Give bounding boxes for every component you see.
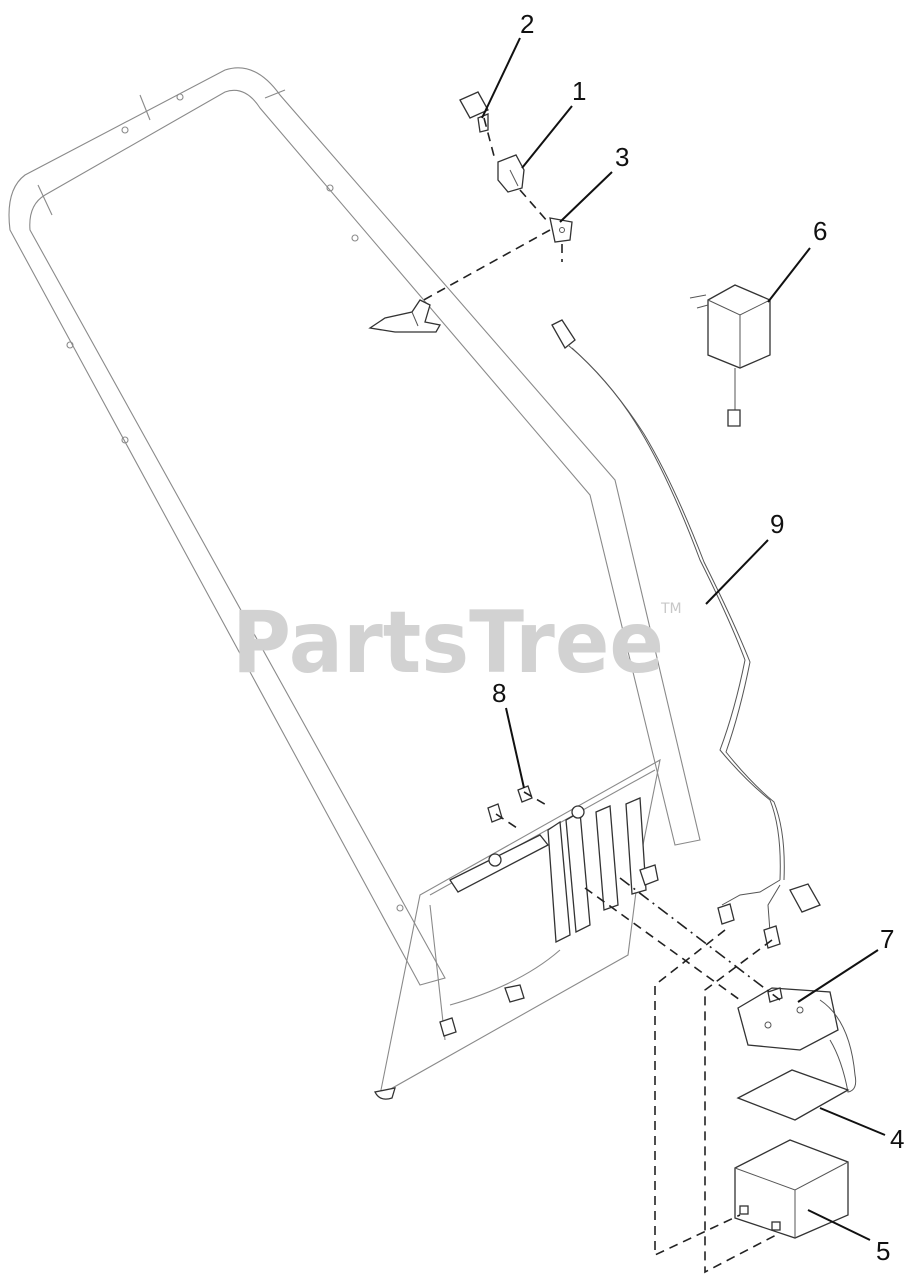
callout-2: 2 [520,9,534,39]
callout-8: 8 [492,678,506,708]
mounting-plate [374,758,661,1100]
callout-5: 5 [876,1236,890,1266]
handle-frame [8,67,701,986]
part-3-switch-plate [549,217,573,243]
explode-lines [419,117,781,1274]
callout-4: 4 [890,1124,904,1154]
part-6-charger [689,284,771,427]
part-2-key [459,91,489,133]
callout-9: 9 [770,509,784,539]
callout-6: 6 [813,216,827,246]
watermark-text: PartsTree [232,593,664,693]
leader-lines [481,37,886,1241]
callout-7: 7 [880,924,894,954]
callout-1: 1 [572,76,586,106]
part-8-screws [487,785,533,823]
part-5-battery [734,1139,849,1239]
part-1-switch [497,154,525,193]
part-7-battery-bracket [737,987,857,1093]
callout-3: 3 [615,142,629,172]
watermark-trademark: TM [660,601,682,617]
handle-bracket [368,299,442,333]
part-4-pad [736,1069,850,1121]
